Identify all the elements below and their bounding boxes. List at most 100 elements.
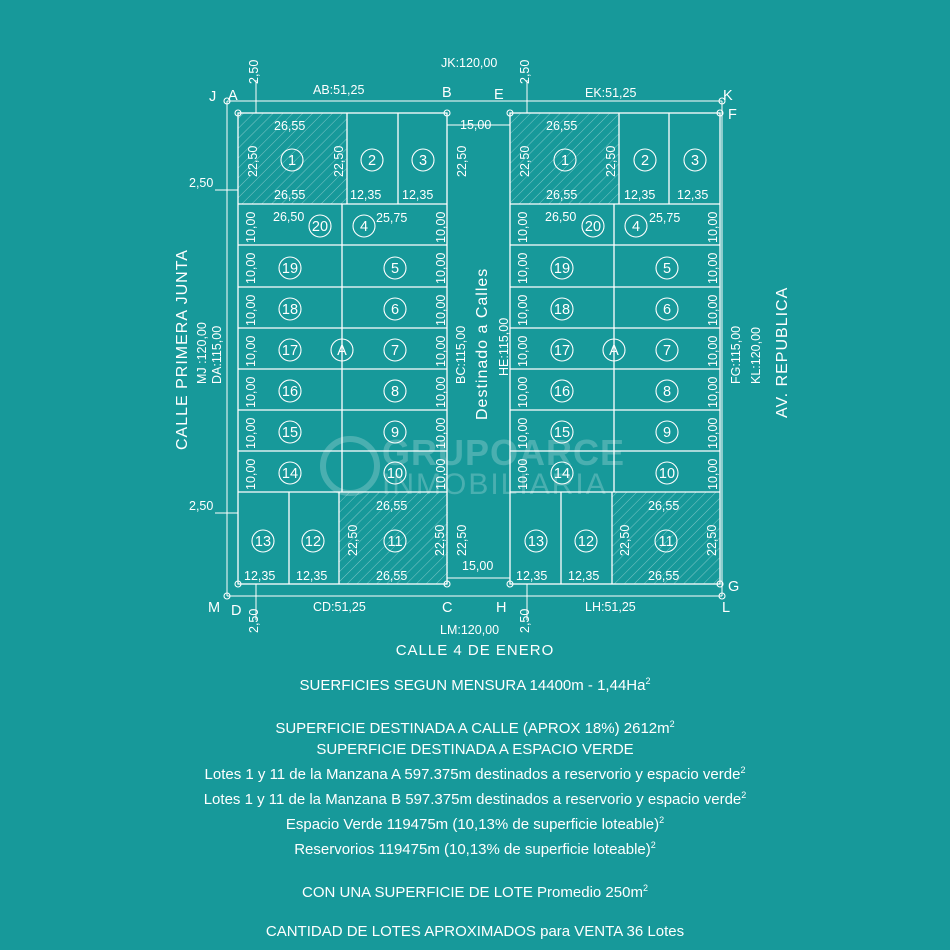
dim-offset-bottom-a: 2,50 <box>247 609 261 633</box>
svg-text:10,00: 10,00 <box>244 459 258 490</box>
dim-da: DA:115,00 <box>210 326 224 384</box>
dim-ab: AB:51,25 <box>313 83 364 97</box>
dim-cd: CD:51,25 <box>313 600 366 614</box>
dim-street-bottom: 15,00 <box>462 559 493 573</box>
street-right: AV. REPUBLICA <box>774 287 791 418</box>
svg-text:18: 18 <box>282 302 298 318</box>
block-b-lot-numbers: 1 2 3 20 4 19 5 18 6 17 A 7 16 8 15 9 14… <box>528 153 699 550</box>
corner-f: F <box>728 107 737 123</box>
boundary-lines <box>215 80 723 620</box>
svg-text:10,00: 10,00 <box>516 418 530 449</box>
svg-text:22,50: 22,50 <box>246 146 260 177</box>
dim-lm: LM:120,00 <box>440 623 499 637</box>
block-a-dimensions: 26,55 26,55 12,35 12,35 22,50 22,50 26,5… <box>244 119 447 583</box>
svg-text:13: 13 <box>528 534 544 550</box>
corner-k: K <box>723 88 733 104</box>
corner-letters: J A B E K F M D C H G L <box>208 85 739 619</box>
svg-text:26,55: 26,55 <box>546 188 577 202</box>
watermark-line1: GRUPOARCE <box>382 432 626 473</box>
svg-text:10,00: 10,00 <box>434 295 448 326</box>
svg-text:4: 4 <box>632 219 640 235</box>
dim-offset-left-bottom: 2,50 <box>189 499 213 513</box>
svg-text:14: 14 <box>282 466 298 482</box>
note-green-space: Espacio Verde 119475m (10,13% de superfi… <box>285 815 665 833</box>
block-label-a: A <box>337 343 347 359</box>
corner-g: G <box>728 579 739 595</box>
dim-offset-left-top: 2,50 <box>189 176 213 190</box>
svg-text:10,00: 10,00 <box>434 459 448 490</box>
svg-text:10,00: 10,00 <box>706 459 720 490</box>
svg-text:26,50: 26,50 <box>273 210 304 224</box>
corner-b: B <box>442 85 452 101</box>
svg-text:15: 15 <box>554 425 570 441</box>
svg-text:10,00: 10,00 <box>434 212 448 243</box>
watermark-line2: INMOBILIARIA <box>382 468 608 501</box>
corner-d: D <box>231 603 241 619</box>
svg-text:10,00: 10,00 <box>706 377 720 408</box>
svg-text:26,55: 26,55 <box>648 569 679 583</box>
dim-kl: KL:120,00 <box>749 327 763 384</box>
svg-text:10,00: 10,00 <box>244 212 258 243</box>
svg-text:3: 3 <box>691 153 699 169</box>
svg-text:9: 9 <box>391 425 399 441</box>
svg-text:12,35: 12,35 <box>350 188 381 202</box>
svg-text:12,35: 12,35 <box>516 569 547 583</box>
watermark-logo-icon <box>320 436 380 496</box>
svg-text:22,50: 22,50 <box>705 525 719 556</box>
svg-text:10: 10 <box>387 466 403 482</box>
svg-text:2: 2 <box>641 153 649 169</box>
dim-jk: JK:120,00 <box>441 56 497 70</box>
svg-text:8: 8 <box>663 384 671 400</box>
svg-text:26,55: 26,55 <box>274 119 305 133</box>
svg-text:13: 13 <box>255 534 271 550</box>
note-avg-lot: CON UNA SUPERFICIE DE LOTE Promedio 250m… <box>302 883 648 901</box>
svg-text:4: 4 <box>360 219 368 235</box>
hatched-lot-b11 <box>612 492 720 584</box>
svg-text:10,00: 10,00 <box>434 377 448 408</box>
svg-text:6: 6 <box>391 302 399 318</box>
svg-text:22,50: 22,50 <box>346 525 360 556</box>
note-green-heading: SUPERFICIE DESTINADA A ESPACIO VERDE <box>316 741 634 758</box>
svg-text:7: 7 <box>391 343 399 359</box>
subdivision-plan: J A B E K F M D C H G L JK:120,00 AB:51,… <box>174 56 791 637</box>
svg-text:22,50: 22,50 <box>604 146 618 177</box>
svg-text:26,50: 26,50 <box>545 210 576 224</box>
dim-bc: BC:115,00 <box>454 326 468 384</box>
dim-street-top: 15,00 <box>460 118 491 132</box>
svg-text:15: 15 <box>282 425 298 441</box>
svg-text:10,00: 10,00 <box>516 212 530 243</box>
svg-text:19: 19 <box>282 261 298 277</box>
svg-text:12,35: 12,35 <box>402 188 433 202</box>
svg-text:10,00: 10,00 <box>434 253 448 284</box>
svg-text:14: 14 <box>554 466 570 482</box>
svg-text:20: 20 <box>312 219 328 235</box>
svg-text:3: 3 <box>419 153 427 169</box>
dim-offset-bottom-b: 2,50 <box>518 609 532 633</box>
corner-c: C <box>442 600 452 616</box>
svg-text:10,00: 10,00 <box>244 418 258 449</box>
svg-text:10: 10 <box>659 466 675 482</box>
watermark: GRUPOARCE INMOBILIARIA <box>320 432 640 502</box>
dim-fg: FG:115,00 <box>729 326 743 384</box>
svg-text:18: 18 <box>554 302 570 318</box>
lot-depth-labels: 10,00 10,00 10,00 10,00 10,00 10,00 10,0… <box>244 212 720 490</box>
block-label-b: A <box>609 343 619 359</box>
svg-text:10,00: 10,00 <box>434 336 448 367</box>
svg-text:12: 12 <box>578 534 594 550</box>
svg-text:26,55: 26,55 <box>546 119 577 133</box>
svg-text:2: 2 <box>368 153 376 169</box>
svg-text:10,00: 10,00 <box>244 377 258 408</box>
corner-m: M <box>208 600 220 616</box>
svg-text:10,00: 10,00 <box>706 212 720 243</box>
corner-l: L <box>722 600 730 616</box>
svg-text:22,50: 22,50 <box>332 146 346 177</box>
svg-text:16: 16 <box>554 384 570 400</box>
svg-text:16: 16 <box>282 384 298 400</box>
svg-text:10,00: 10,00 <box>516 253 530 284</box>
dim-street-side-bottom: 22,50 <box>455 525 469 556</box>
svg-text:11: 11 <box>387 534 402 550</box>
block-a-lot-numbers: 1 2 3 20 4 19 5 18 6 17 A 7 16 8 15 9 14… <box>255 153 427 550</box>
dim-lh: LH:51,25 <box>585 600 636 614</box>
svg-text:22,50: 22,50 <box>518 146 532 177</box>
svg-text:5: 5 <box>391 261 399 277</box>
